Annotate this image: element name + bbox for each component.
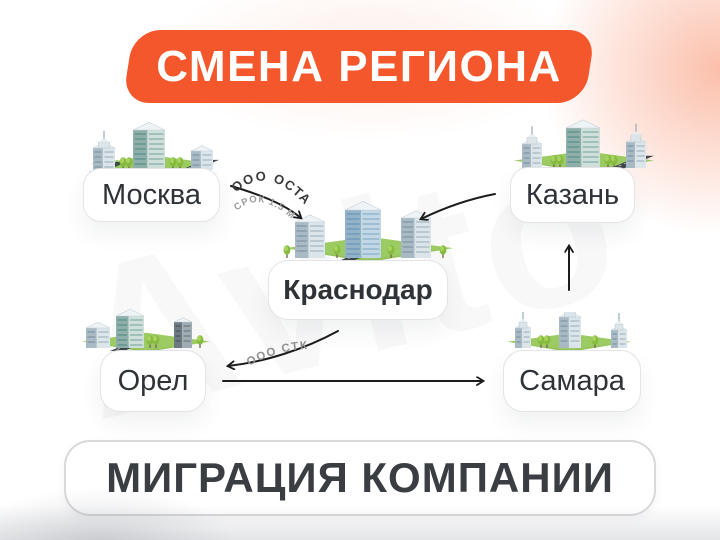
- city-illustration-moscow-icon: [89, 121, 219, 174]
- city-node-kazan: Казань: [510, 167, 635, 223]
- city-label-samara: Самара: [519, 364, 625, 397]
- page-title: СМЕНА РЕГИОНА: [156, 41, 562, 91]
- footer-banner: МИГРАЦИЯ КОМПАНИИ: [64, 440, 656, 516]
- city-label-krasnodar: Краснодар: [283, 274, 433, 305]
- city-node-samara: Самара: [503, 350, 641, 412]
- city-illustration-kazan-icon: [514, 119, 654, 172]
- city-node-moscow: Москва: [83, 168, 220, 222]
- city-label-kazan: Казань: [525, 178, 620, 211]
- arrow-label-ooo-stk: ООО СТК: [245, 340, 307, 369]
- city-illustration-krasnodar-icon: [283, 201, 453, 262]
- footer-label: МИГРАЦИЯ КОМПАНИИ: [106, 454, 614, 501]
- city-label-moscow: Москва: [101, 178, 201, 211]
- city-illustration-samara-icon: [507, 312, 631, 352]
- city-label-orel: Орел: [117, 364, 189, 397]
- arrow-krasnodar-to-orel: [228, 330, 339, 366]
- svg-text:ООО СТК: ООО СТК: [245, 340, 309, 369]
- city-node-orel: Орел: [100, 350, 206, 412]
- city-node-krasnodar: Краснодар: [268, 260, 448, 320]
- city-illustration-orel-icon: [82, 308, 210, 352]
